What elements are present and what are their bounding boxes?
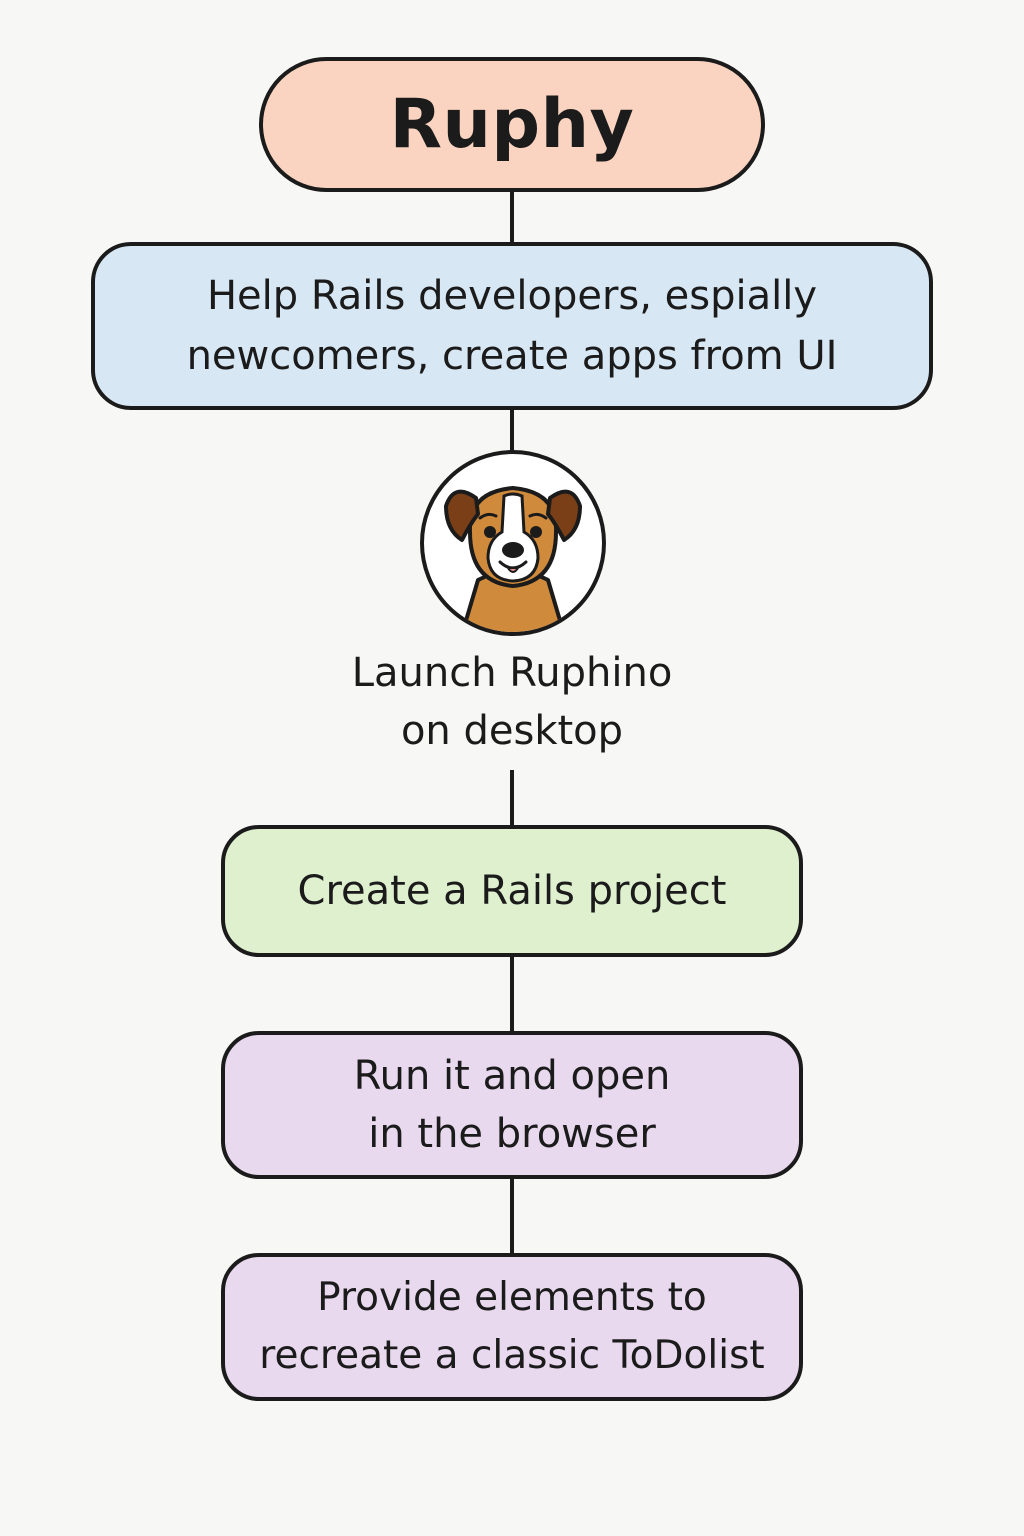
title-node: Ruphy: [259, 57, 765, 192]
step-run-browser: Run it and open in the browser: [221, 1031, 803, 1179]
launch-step-label: Launch Ruphino on desktop: [351, 650, 673, 754]
title-text: Ruphy: [389, 85, 635, 164]
dog-mascot-icon: [420, 450, 606, 636]
connector-goal-avatar: [510, 408, 514, 452]
connector-run-provide: [510, 1177, 514, 1255]
step-provide-text: Provide elements to recreate a classic T…: [259, 1275, 765, 1378]
connector-label-create: [510, 770, 514, 827]
goal-text: Help Rails developers, espially newcomer…: [186, 273, 838, 379]
step-create-text: Create a Rails project: [297, 868, 727, 914]
connector-create-run: [510, 955, 514, 1033]
step-run-text: Run it and open in the browser: [353, 1053, 671, 1157]
goal-node: Help Rails developers, espially newcomer…: [91, 242, 933, 410]
connector-title-goal: [510, 190, 514, 244]
step-provide-elements: Provide elements to recreate a classic T…: [221, 1253, 803, 1401]
step-create-project: Create a Rails project: [221, 825, 803, 957]
